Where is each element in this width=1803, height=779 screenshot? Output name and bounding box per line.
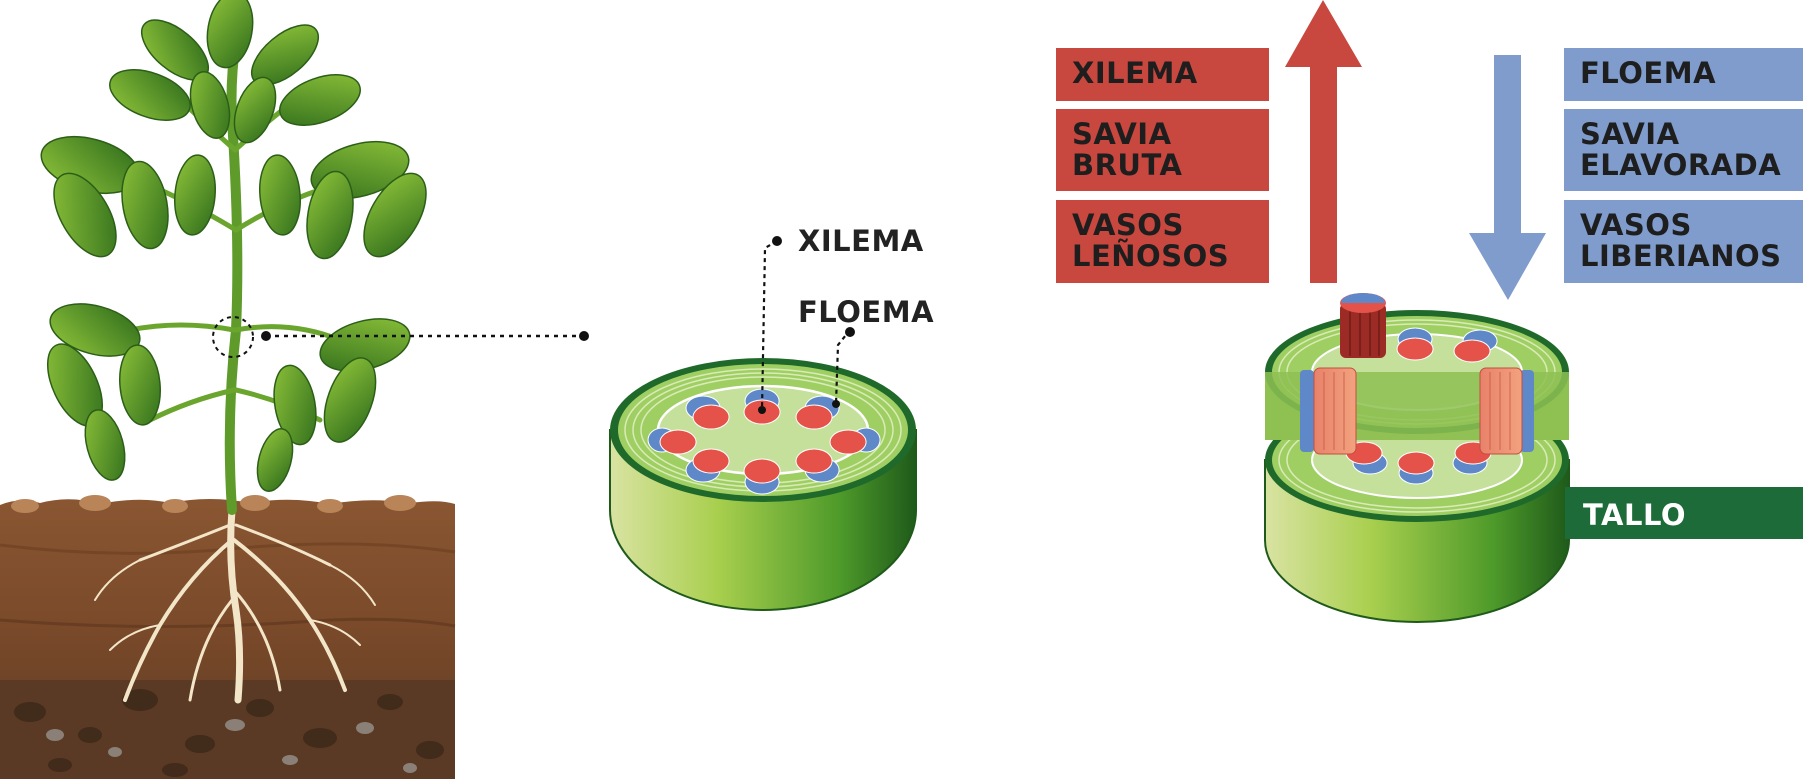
phloem-sap-box: SAVIA ELAVORADA [1564,109,1803,191]
soil [0,495,456,779]
plant [40,0,589,515]
stem-cross-section-middle [609,236,917,611]
roots [94,506,376,704]
floema-callout-label: FLOEMA [798,295,935,329]
xylem-title-box: XILEMA [1056,48,1269,101]
phloem-title-box: FLOEMA [1564,48,1803,101]
stem-cross-section-right [1264,293,1803,623]
xylem-vessels-box: VASOS LEÑOSOS [1056,200,1269,283]
stem-label-box: TALLO [1565,487,1803,539]
xylem-sap-box: SAVIA BRUTA [1056,109,1269,191]
zoom-circle [212,316,254,358]
xilema-callout-label: XILEMA [798,224,924,258]
phloem-vessels-box: VASOS LIBERIANOS [1564,200,1803,283]
arrow-up-xilema [1285,0,1362,283]
arrow-down-floema [1469,55,1546,300]
vascular-bundles [647,388,881,495]
